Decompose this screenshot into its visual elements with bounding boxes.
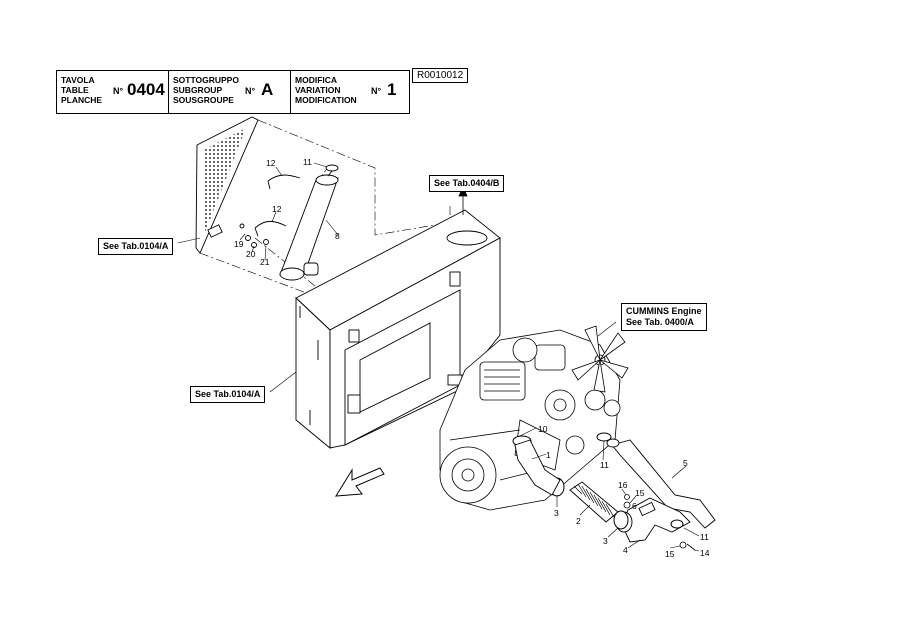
part-number-labels: 11 12 12 8 19 20 21 10 1 3 2 3 4 16 15 6… xyxy=(234,157,710,559)
leader-lines xyxy=(177,162,700,552)
callout-cummins-engine: CUMMINS Engine See Tab. 0400/A xyxy=(621,303,707,331)
cummins-line-1: CUMMINS Engine xyxy=(626,306,702,316)
part-2: 2 xyxy=(576,516,581,526)
modification-label-it: MODIFICA xyxy=(295,75,338,85)
modification-value: 1 xyxy=(387,80,397,99)
modification-no-label: N° xyxy=(371,86,382,96)
part-8: 8 xyxy=(335,231,340,241)
part-10: 10 xyxy=(538,424,548,434)
grille-panel xyxy=(195,116,259,254)
callout-see-0104a-top: See Tab.0104/A xyxy=(98,238,174,255)
part-15-a: 15 xyxy=(635,488,645,498)
part-11-mid: 11 xyxy=(600,460,609,470)
part-3-a: 3 xyxy=(554,508,559,518)
subgroup-label-fr: SOUSGROUPE xyxy=(173,95,234,105)
modification-cell: MODIFICA VARIATION MODIFICATION N° 1 xyxy=(291,71,409,113)
subgroup-label-en: SUBGROUP xyxy=(173,85,223,95)
table-label-it: TAVOLA xyxy=(61,75,95,85)
part-6: 6 xyxy=(632,501,637,511)
table-number: 0404 xyxy=(127,80,165,99)
subgroup-value: A xyxy=(261,80,274,99)
exhaust-elbow xyxy=(514,439,561,496)
part-5: 5 xyxy=(683,458,688,468)
brackets xyxy=(239,174,301,248)
part-3-b: 3 xyxy=(603,536,608,546)
modification-label-en: VARIATION xyxy=(295,85,341,95)
part-12-b: 12 xyxy=(272,204,282,214)
subgroup-label-it: SOTTOGRUPPO xyxy=(173,75,239,85)
radiator-hose xyxy=(606,438,716,529)
radiator-frame xyxy=(295,209,501,449)
modification-label-fr: MODIFICATION xyxy=(295,95,357,105)
cummins-line-2: See Tab. 0400/A xyxy=(626,317,694,327)
part-21: 21 xyxy=(260,257,270,267)
direction-arrow xyxy=(335,467,385,497)
cooling-fan xyxy=(571,325,629,393)
part-16: 16 xyxy=(618,480,628,490)
callout-see-0104a-mid: See Tab.0104/A xyxy=(190,386,266,403)
part-14: 14 xyxy=(700,548,710,558)
subgroup-no-label: N° xyxy=(245,86,256,96)
table-cell: TAVOLA TABLE PLANCHE N° 0404 xyxy=(57,71,169,113)
part-11-top: 11 xyxy=(303,157,312,167)
table-labels: TAVOLA TABLE PLANCHE xyxy=(61,75,102,105)
table-no-label: N° xyxy=(113,86,124,96)
table-label-en: TABLE xyxy=(61,85,89,95)
part-15-b: 15 xyxy=(665,549,675,559)
subgroup-cell: SOTTOGRUPPO SUBGROUP SOUSGROUPE N° A xyxy=(169,71,291,113)
part-12-a: 12 xyxy=(266,158,276,168)
part-1: 1 xyxy=(546,450,551,460)
title-block: TAVOLA TABLE PLANCHE N° 0404 SOTTOGRUPPO… xyxy=(56,70,410,114)
part-4: 4 xyxy=(623,545,628,555)
part-11-low: 11 xyxy=(700,532,709,542)
part-20: 20 xyxy=(246,249,256,259)
reference-code: R0010012 xyxy=(412,68,469,83)
modification-labels: MODIFICA VARIATION MODIFICATION xyxy=(295,75,357,105)
subgroup-labels: SOTTOGRUPPO SUBGROUP SOUSGROUPE xyxy=(173,75,239,105)
callout-see-0404b: See Tab.0404/B xyxy=(429,175,505,192)
part-19: 19 xyxy=(234,239,244,249)
table-label-fr: PLANCHE xyxy=(61,95,103,105)
muffler xyxy=(279,164,339,281)
fasteners xyxy=(623,494,696,551)
